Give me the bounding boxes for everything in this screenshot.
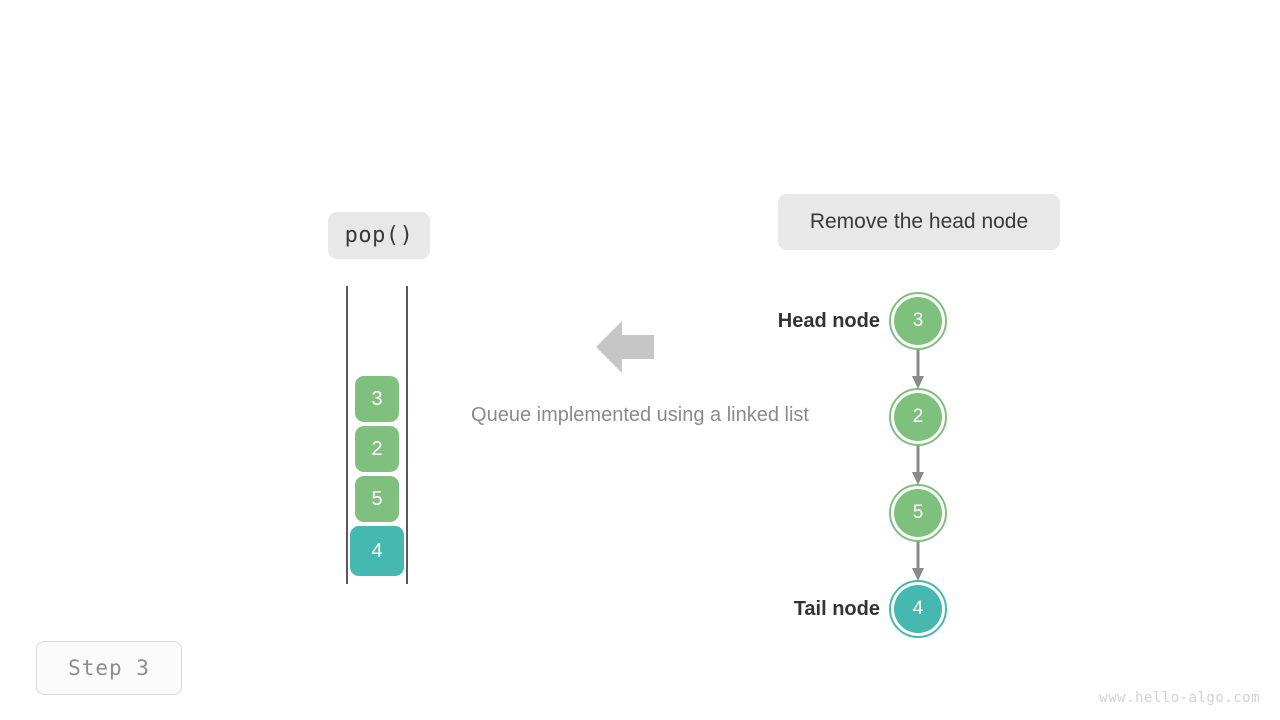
arrow-down-icon [911,444,925,486]
queue-cell: 4 [350,526,404,576]
queue-cell: 3 [355,376,399,422]
queue-cells: 3 2 5 4 [345,376,409,576]
watermark: www.hello-algo.com [1099,690,1260,706]
queue-rail-left [346,286,348,584]
tail-node-label: Tail node [793,598,880,620]
arrow-left-icon [596,320,654,374]
list-node: 5 [889,484,947,542]
list-node: 2 [889,388,947,446]
queue-rail-right [406,286,408,584]
list-node-value: 5 [894,489,942,537]
list-node: 3 [889,292,947,350]
figure-caption: Queue implemented using a linked list [471,404,809,426]
queue-cell: 2 [355,426,399,472]
arrow-down-icon [911,540,925,582]
list-node: 4 [889,580,947,638]
list-node-value: 3 [894,297,942,345]
head-node-label: Head node [777,310,880,332]
operation-label: pop() [328,212,430,259]
queue-cell: 5 [355,476,399,522]
queue-array: 3 2 5 4 [345,286,409,584]
linked-list: Head node Tail node 3 2 5 [778,292,952,640]
list-node-value: 4 [894,585,942,633]
list-node-value: 2 [894,393,942,441]
action-label: Remove the head node [778,194,1060,250]
arrow-down-icon [911,348,925,390]
step-badge: Step 3 [36,641,182,695]
